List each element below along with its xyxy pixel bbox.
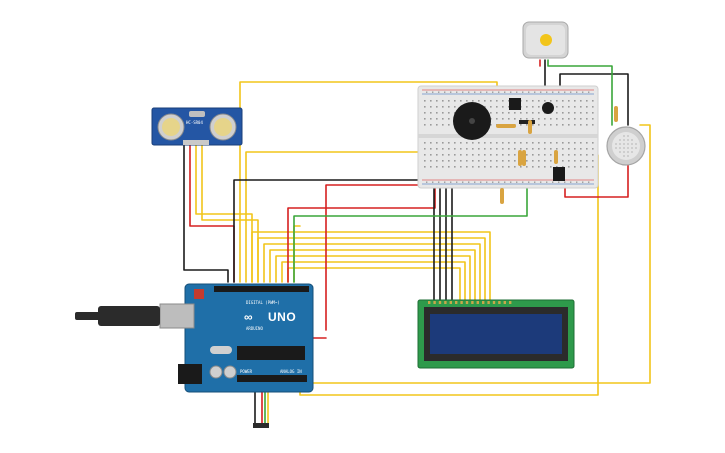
wire-black-arduino-bb <box>233 179 431 283</box>
arduino-analog-label: ANALOG IN <box>280 369 302 374</box>
sensor-model-label: HC-SR04 <box>186 120 203 125</box>
wire-yellow-lcd-3 <box>263 243 481 301</box>
wire-yellow-bb-arduino <box>245 151 431 283</box>
lcd-pins <box>428 301 512 304</box>
wire-green-arduino-bb <box>293 174 528 283</box>
arduino-digital-label: DIGITAL (PWM~) <box>246 300 280 305</box>
resistors <box>496 106 618 204</box>
arduino-power-label: POWER <box>240 369 253 374</box>
wire-yellow-lcd-5 <box>275 255 471 301</box>
wire-yellow-right-loop <box>309 124 651 384</box>
bottom-connector <box>253 423 269 428</box>
ultrasonic-sensor: HC-SR04 <box>151 107 243 146</box>
wire-black-right-loop <box>559 73 629 126</box>
wire-yellow-lcd-6 <box>281 261 466 301</box>
wire-yellow-short <box>293 225 301 283</box>
buzzer <box>453 102 491 140</box>
wires <box>183 59 651 426</box>
transistor-2 <box>553 167 565 181</box>
wire-yellow-lcd-4 <box>269 249 476 301</box>
transistor-1 <box>509 98 521 110</box>
lcd-display <box>417 299 575 369</box>
wire-yellow-sensor-trig <box>195 144 253 283</box>
wire-black-sensor-gnd <box>183 144 229 283</box>
dc-motor <box>522 21 569 59</box>
wire-yellow-lcd-1 <box>251 231 491 301</box>
wire-green-top <box>547 59 613 126</box>
arduino-logo-infinity: ∞ <box>244 310 253 324</box>
arduino-model-label: UNO <box>268 310 296 324</box>
led <box>542 102 554 114</box>
sensor-mesh <box>615 135 637 157</box>
round-sensor <box>606 126 646 166</box>
wire-red-arduino-bb-2 <box>287 184 436 283</box>
wire-yellow-lcd-2 <box>257 237 486 301</box>
arduino-uno: DIGITAL (PWM~) ∞ UNO ARDUINO POWER ANALO… <box>75 283 314 393</box>
breadboard <box>417 85 599 189</box>
diode <box>519 120 535 124</box>
arduino-brand-label: ARDUINO <box>246 326 263 331</box>
